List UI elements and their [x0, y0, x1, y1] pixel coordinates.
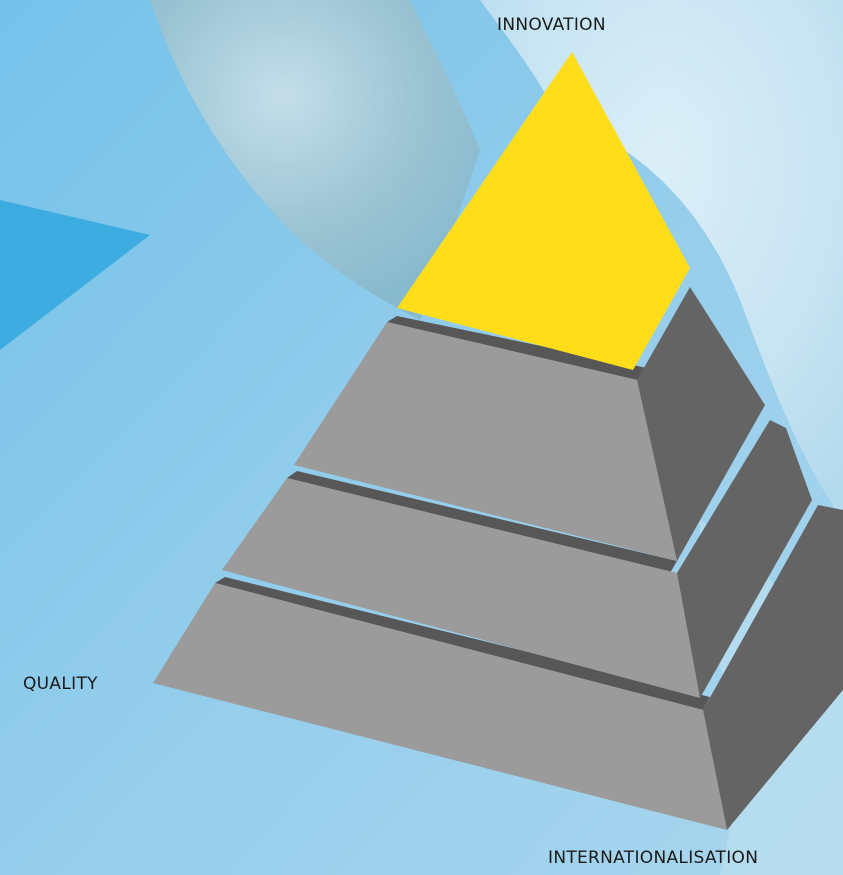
pyramid-tier-middle — [222, 420, 812, 698]
label-internationalisation: INTERNATIONALISATION — [548, 848, 759, 868]
tier-top-top-face — [387, 316, 647, 380]
tier-top-side-face — [637, 287, 765, 561]
tier-middle-front-face — [222, 478, 700, 698]
label-quality: QUALITY — [23, 674, 98, 694]
tier-bottom-side-face — [703, 505, 843, 830]
tier-bottom-top-face — [215, 577, 710, 710]
sleeve-shape — [150, 0, 480, 320]
tier-bottom-front-face — [153, 583, 727, 830]
pyramid-tier-bottom — [153, 505, 843, 830]
tier-top-front-face — [294, 322, 677, 561]
tier-middle-side-face — [677, 420, 812, 698]
tier-middle-top-face — [287, 471, 677, 573]
blue-arrow-shape — [0, 200, 150, 350]
pyramid-apex — [397, 52, 690, 370]
coat-shape — [480, 0, 843, 520]
pyramid-tier-top — [294, 287, 765, 561]
label-innovation: INNOVATION — [497, 15, 606, 35]
